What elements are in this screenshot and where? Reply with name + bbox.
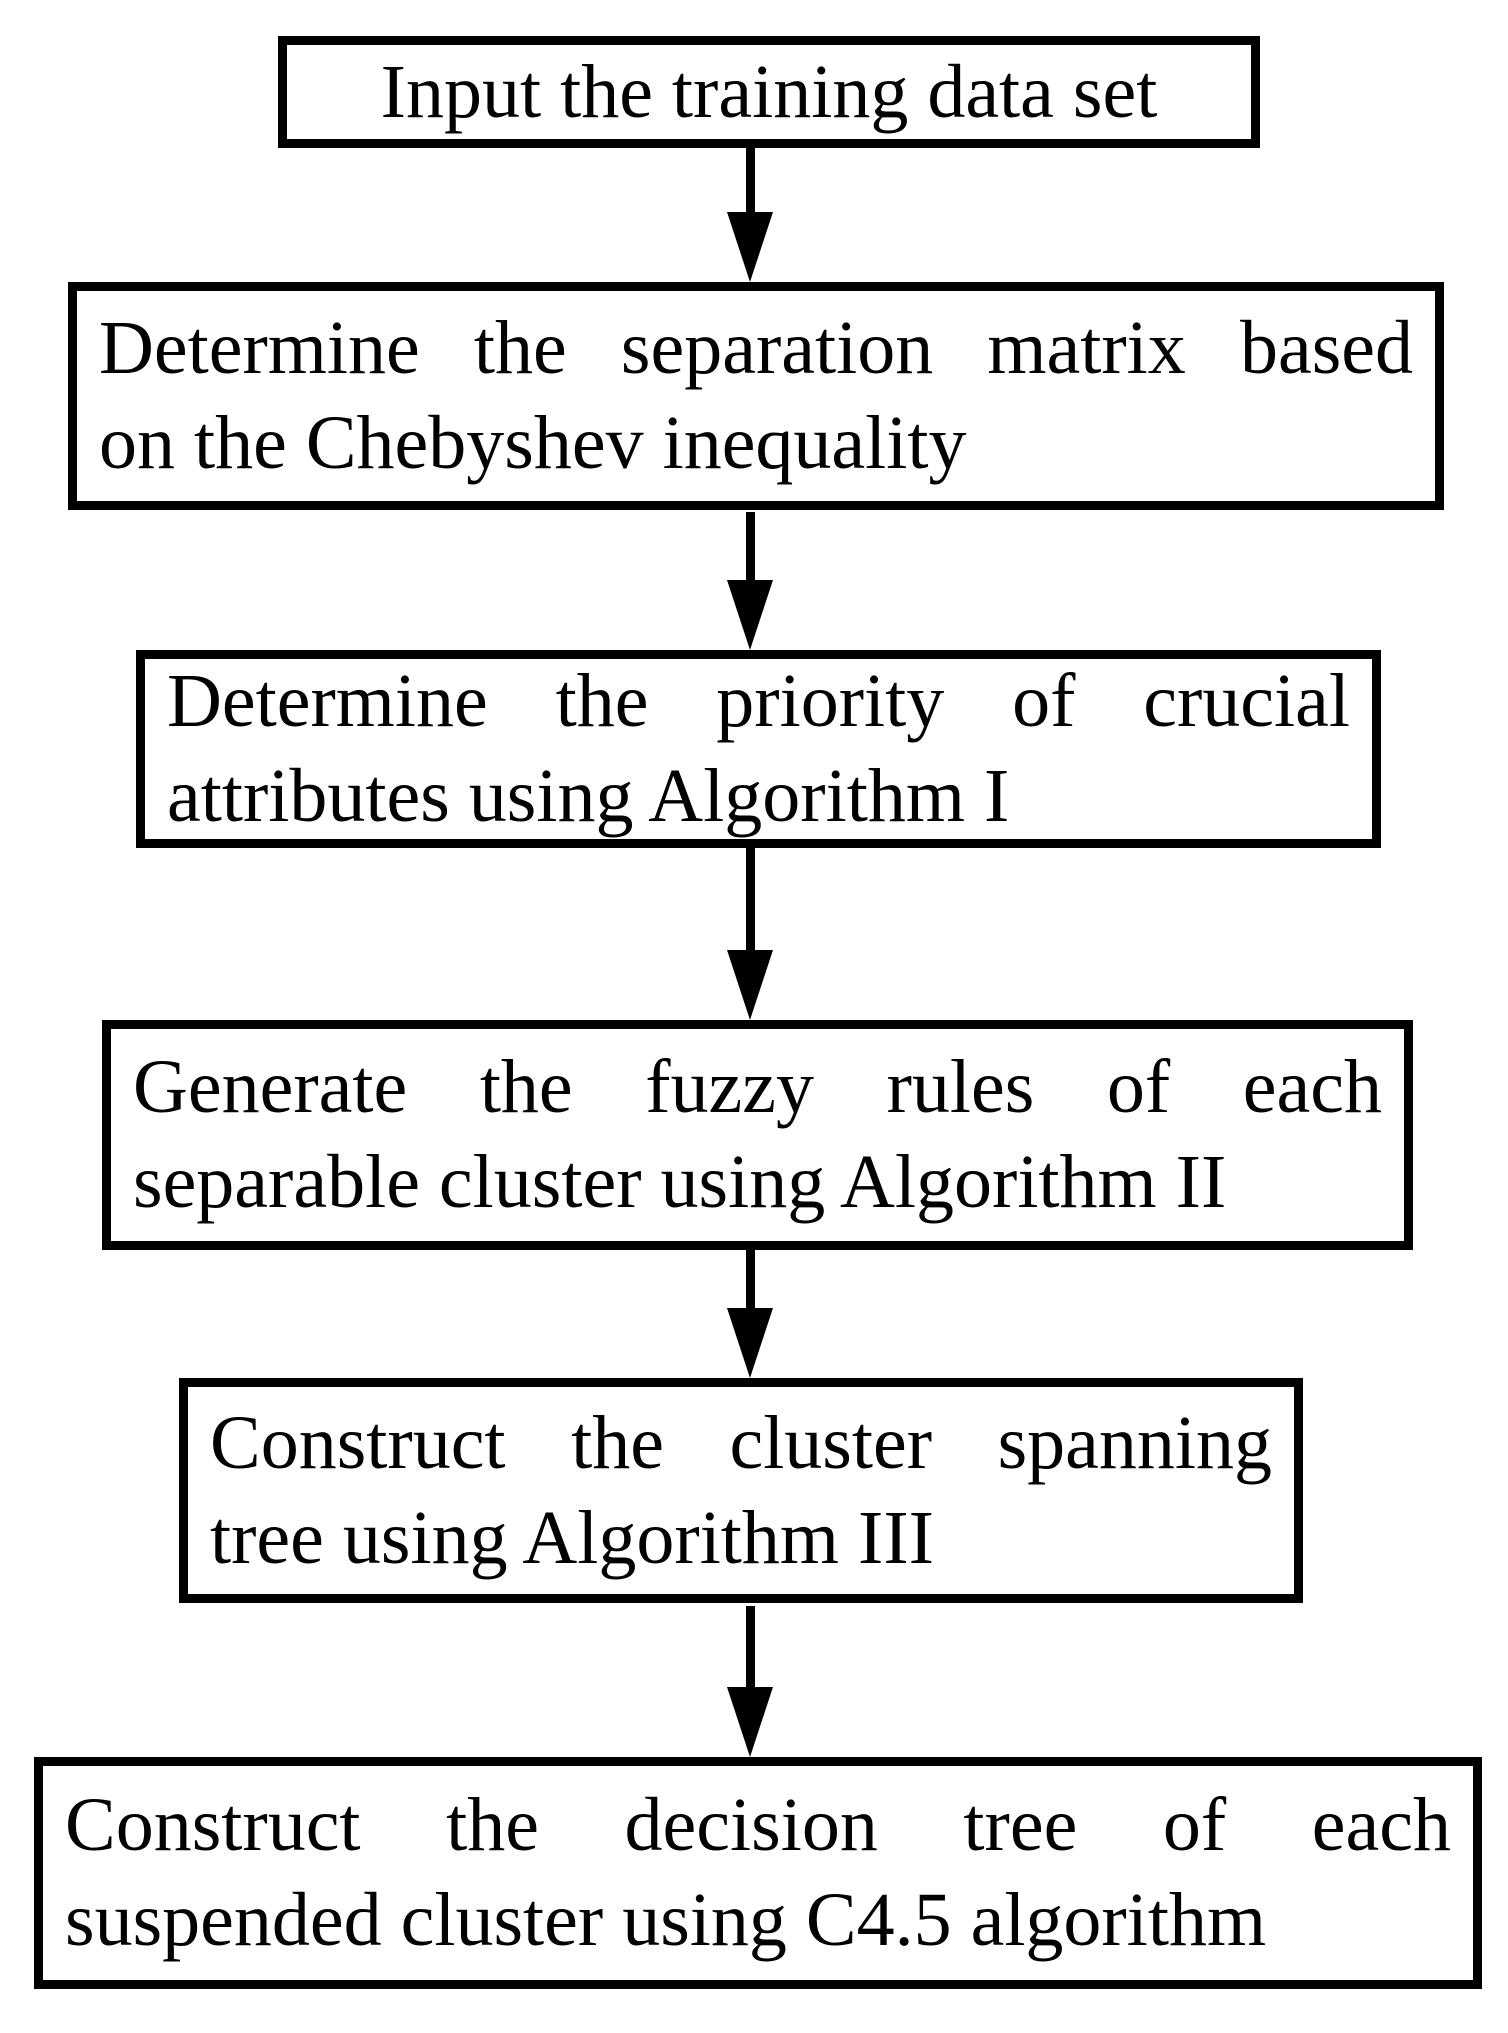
arrow-shaft <box>745 512 755 580</box>
flow-step-attribute-priority: Determine the priority of crucial attrib… <box>136 650 1381 848</box>
flow-step-decision-tree: Construct the decision tree of each susp… <box>34 1757 1482 1989</box>
flow-step-label-line: tree using Algorithm III <box>210 1495 934 1580</box>
flow-step-label-line: attributes using Algorithm I <box>167 754 1010 838</box>
arrow-down-icon <box>704 512 796 650</box>
arrow-shaft <box>745 1606 755 1687</box>
flow-step-label-line: Determine the priority of crucial <box>167 659 1350 743</box>
flow-step-label-line: separable cluster using Algorithm II <box>133 1140 1227 1224</box>
flow-step-label: Input the training data set <box>380 49 1158 134</box>
arrow-shaft <box>745 1248 755 1308</box>
flow-step-fuzzy-rules: Generate the fuzzy rules of each separab… <box>102 1020 1413 1250</box>
arrow-head <box>727 950 773 1020</box>
arrow-head <box>727 1308 773 1378</box>
flow-step-label-line: suspended cluster using C4.5 algorithm <box>65 1878 1267 1962</box>
arrow-head <box>727 212 773 282</box>
flow-step-label-line: on the Chebyshev inequality <box>99 401 967 485</box>
flow-step-cluster-spanning-tree: Construct the cluster spanning tree usin… <box>179 1378 1303 1603</box>
flow-step-label-line: Generate the fuzzy rules of each <box>133 1045 1382 1129</box>
arrow-head <box>727 1687 773 1757</box>
arrow-down-icon <box>704 1248 796 1378</box>
arrow-down-icon <box>704 846 796 1020</box>
arrow-head <box>727 580 773 650</box>
flow-step-label-line: Construct the decision tree of each <box>65 1783 1451 1867</box>
flow-step-label-line: Construct the cluster spanning <box>210 1400 1272 1485</box>
flow-step-label-line: Determine the separation matrix based <box>99 306 1413 390</box>
flow-step-separation-matrix: Determine the separation matrix based on… <box>68 282 1444 510</box>
arrow-down-icon <box>704 1606 796 1757</box>
flow-step-input-training-data: Input the training data set <box>278 36 1260 148</box>
arrow-down-icon <box>704 146 796 282</box>
arrow-shaft <box>745 846 755 950</box>
arrow-shaft <box>745 146 755 212</box>
